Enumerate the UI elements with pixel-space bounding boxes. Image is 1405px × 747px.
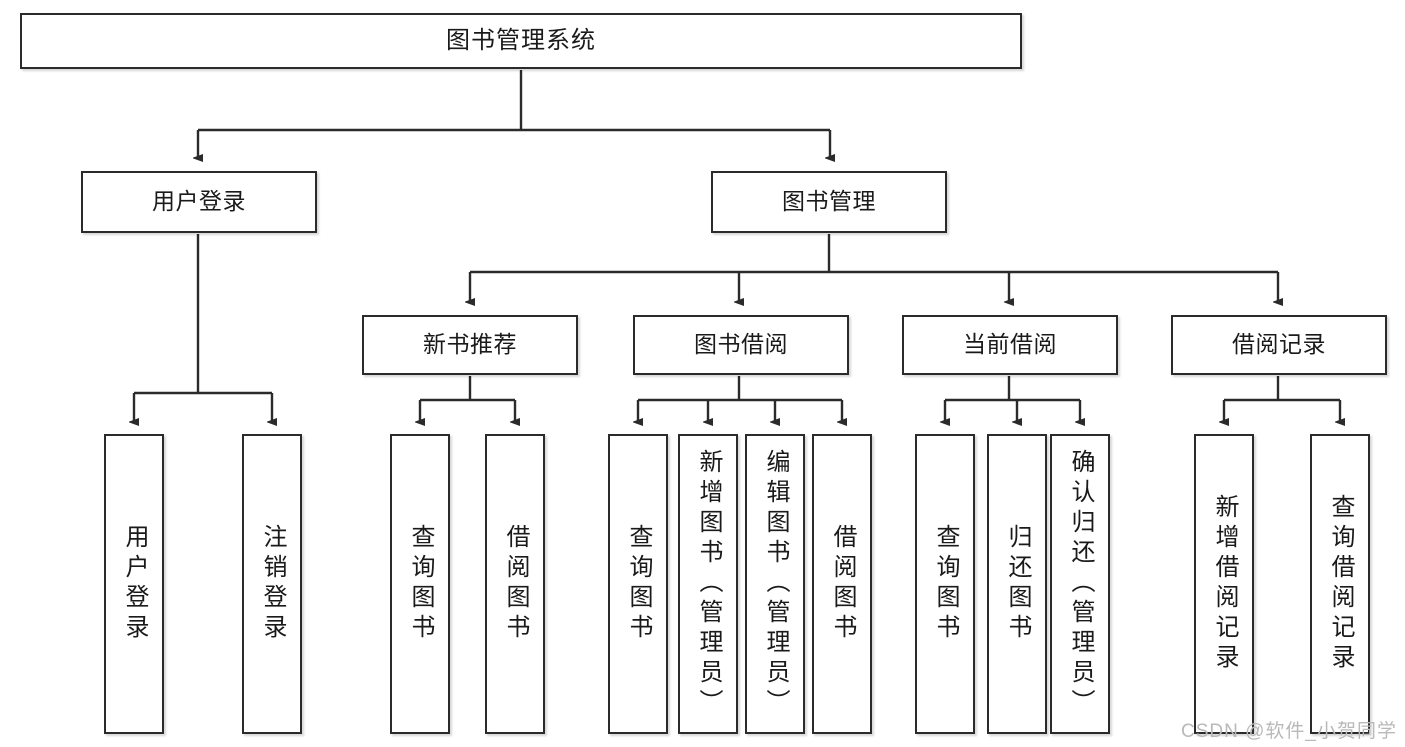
leaf-user-login-label: 用户登录: [121, 524, 148, 644]
leaf-borrow-book-1[interactable]: 借阅图书: [485, 434, 545, 734]
leaf-user-login[interactable]: 用户登录: [104, 434, 164, 734]
node-borrow-record-label: 借阅记录: [1232, 331, 1326, 358]
leaf-edit-book[interactable]: 编辑图书（管理员）: [745, 434, 805, 734]
node-new-book-rec-label: 新书推荐: [423, 331, 517, 358]
node-current-borrow-label: 当前借阅: [963, 331, 1057, 358]
leaf-borrow-book-1-label: 借阅图书: [502, 524, 529, 644]
leaf-return-book-label: 归还图书: [1004, 524, 1031, 644]
leaf-add-book[interactable]: 新增图书（管理员）: [678, 434, 738, 734]
leaf-add-record[interactable]: 新增借阅记录: [1194, 434, 1254, 734]
leaf-query-book-1[interactable]: 查询图书: [390, 434, 450, 734]
leaf-confirm-return-label: 确认归还（管理员）: [1067, 449, 1094, 719]
node-borrow-record[interactable]: 借阅记录: [1171, 315, 1387, 375]
leaf-borrow-book-2[interactable]: 借阅图书: [812, 434, 872, 734]
leaf-return-book[interactable]: 归还图书: [987, 434, 1047, 734]
leaf-query-book-3[interactable]: 查询图书: [915, 434, 975, 734]
leaf-query-book-3-label: 查询图书: [932, 524, 959, 644]
leaf-edit-book-label: 编辑图书（管理员）: [762, 449, 789, 719]
leaf-query-record[interactable]: 查询借阅记录: [1310, 434, 1370, 734]
node-new-book-rec[interactable]: 新书推荐: [362, 315, 578, 375]
node-book-borrow[interactable]: 图书借阅: [633, 315, 849, 375]
node-current-borrow[interactable]: 当前借阅: [902, 315, 1118, 375]
node-root-label: 图书管理系统: [446, 26, 596, 54]
leaf-logout[interactable]: 注销登录: [242, 434, 302, 734]
leaf-query-record-label: 查询借阅记录: [1327, 494, 1354, 674]
leaf-logout-label: 注销登录: [259, 524, 286, 644]
node-book-borrow-label: 图书借阅: [694, 331, 788, 358]
leaf-borrow-book-2-label: 借阅图书: [829, 524, 856, 644]
node-user-login-label: 用户登录: [152, 188, 246, 215]
leaf-query-book-2-label: 查询图书: [625, 524, 652, 644]
watermark-text: CSDN @软件_小贺同学: [1181, 721, 1397, 742]
node-book-manage[interactable]: 图书管理: [711, 171, 947, 233]
node-user-login[interactable]: 用户登录: [81, 171, 317, 233]
leaf-add-book-label: 新增图书（管理员）: [695, 449, 722, 719]
node-root[interactable]: 图书管理系统: [20, 13, 1022, 69]
node-book-manage-label: 图书管理: [782, 188, 876, 215]
leaf-confirm-return[interactable]: 确认归还（管理员）: [1050, 434, 1110, 734]
leaf-query-book-1-label: 查询图书: [407, 524, 434, 644]
leaf-query-book-2[interactable]: 查询图书: [608, 434, 668, 734]
leaf-add-record-label: 新增借阅记录: [1211, 494, 1238, 674]
